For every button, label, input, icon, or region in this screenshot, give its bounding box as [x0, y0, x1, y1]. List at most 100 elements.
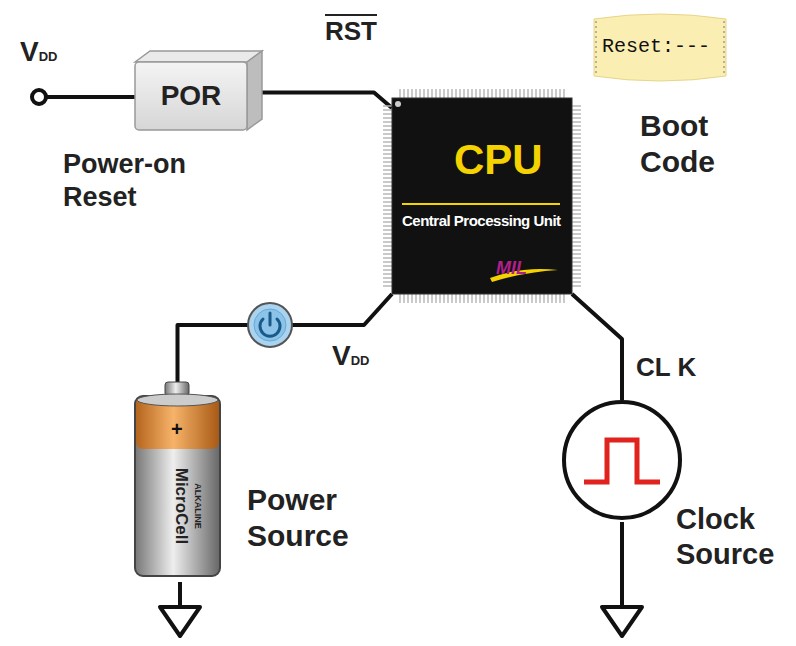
chip-pin	[383, 217, 392, 219]
chip-pin	[572, 197, 581, 199]
chip-pin	[572, 181, 581, 183]
chip-pin	[572, 217, 581, 219]
clock-source: Clock Source	[562, 400, 682, 520]
chip-pin	[383, 193, 392, 195]
chip-pin	[407, 294, 409, 303]
chip-pin	[383, 165, 392, 167]
signal-name: RST	[325, 16, 377, 47]
chip-pin	[383, 129, 392, 131]
chip-pin	[383, 169, 392, 171]
chip-pin	[415, 89, 417, 98]
chip-pin	[572, 273, 581, 275]
node-heading: Power Source	[247, 482, 387, 554]
ground-wire	[178, 582, 182, 607]
chip-pin	[572, 229, 581, 231]
chip-pin	[383, 185, 392, 187]
chip-pin	[439, 89, 441, 98]
chip-pin	[383, 221, 392, 223]
chip-pin	[383, 177, 392, 179]
chip-pin	[572, 189, 581, 191]
chip-pin	[572, 125, 581, 127]
chip-pin	[383, 273, 392, 275]
chip-pin	[407, 89, 409, 98]
ground-symbol	[160, 607, 200, 636]
chip-pin	[475, 294, 477, 303]
chip-pin	[495, 294, 497, 303]
chip-pin	[427, 89, 429, 98]
chip-pin	[547, 294, 549, 303]
chip-pin	[383, 189, 392, 191]
por-box: PORPower-on Reset	[135, 62, 247, 130]
chip-pin	[383, 109, 392, 111]
chip-pin	[572, 221, 581, 223]
chip-pin	[479, 89, 481, 98]
chip-pin	[555, 89, 557, 98]
battery: +MicroCellALKALINEPower Source	[135, 388, 220, 582]
chip-pin	[471, 294, 473, 303]
chip-pin	[572, 245, 581, 247]
chip-pin	[383, 229, 392, 231]
chip-pin	[383, 281, 392, 283]
chip-pin	[555, 294, 557, 303]
chip-pin	[572, 237, 581, 239]
chip-pin	[559, 89, 561, 98]
chip-pin	[551, 89, 553, 98]
chip-pin	[383, 173, 392, 175]
chip-body	[392, 98, 572, 294]
chip-pin	[572, 105, 581, 107]
chip-pin	[572, 113, 581, 115]
chip-pin	[383, 261, 392, 263]
chip-pin	[419, 294, 421, 303]
chip-pin	[535, 89, 537, 98]
chip-pin	[383, 257, 392, 259]
chip-pin	[411, 89, 413, 98]
chip-pin	[572, 121, 581, 123]
chip-pin	[572, 173, 581, 175]
chip-pin	[383, 249, 392, 251]
chip-pin	[551, 294, 553, 303]
chip-pin	[439, 294, 441, 303]
chip-pin	[511, 294, 513, 303]
chip-pin	[572, 165, 581, 167]
chip-pin	[383, 161, 392, 163]
chip-pin	[399, 294, 401, 303]
chip-pin	[491, 89, 493, 98]
chip-pin	[503, 89, 505, 98]
chip-pin	[383, 209, 392, 211]
chip-pin	[559, 294, 561, 303]
chip-pin	[383, 117, 392, 119]
chip-pin	[383, 141, 392, 143]
chip-pin	[487, 294, 489, 303]
chip-pin	[572, 261, 581, 263]
chip-pin	[572, 253, 581, 255]
chip-pin	[507, 294, 509, 303]
chip-pin	[572, 269, 581, 271]
signal-wire	[572, 294, 622, 400]
chip-pin	[475, 89, 477, 98]
signal-wire	[262, 93, 392, 108]
chip-pin	[435, 294, 437, 303]
chip-pin	[451, 294, 453, 303]
chip-pin	[383, 201, 392, 203]
chip-pin	[431, 89, 433, 98]
chip-pin	[523, 294, 525, 303]
chip-pin	[499, 294, 501, 303]
chip-pin	[463, 294, 465, 303]
chip-pin	[383, 145, 392, 147]
power-button	[248, 303, 292, 347]
chip-pin	[459, 89, 461, 98]
code-text: Reset:---	[602, 35, 710, 58]
chip-pin	[572, 285, 581, 287]
chip-pin	[459, 294, 461, 303]
chip-pin	[539, 294, 541, 303]
chip-pin	[535, 294, 537, 303]
chip-pin	[383, 125, 392, 127]
chip-pin	[383, 245, 392, 247]
chip-pin	[572, 241, 581, 243]
chip-pin	[383, 197, 392, 199]
chip-pin	[383, 269, 392, 271]
chip-pin	[527, 294, 529, 303]
chip-pin	[572, 109, 581, 111]
chip-pin	[572, 277, 581, 279]
chip-pin	[572, 185, 581, 187]
